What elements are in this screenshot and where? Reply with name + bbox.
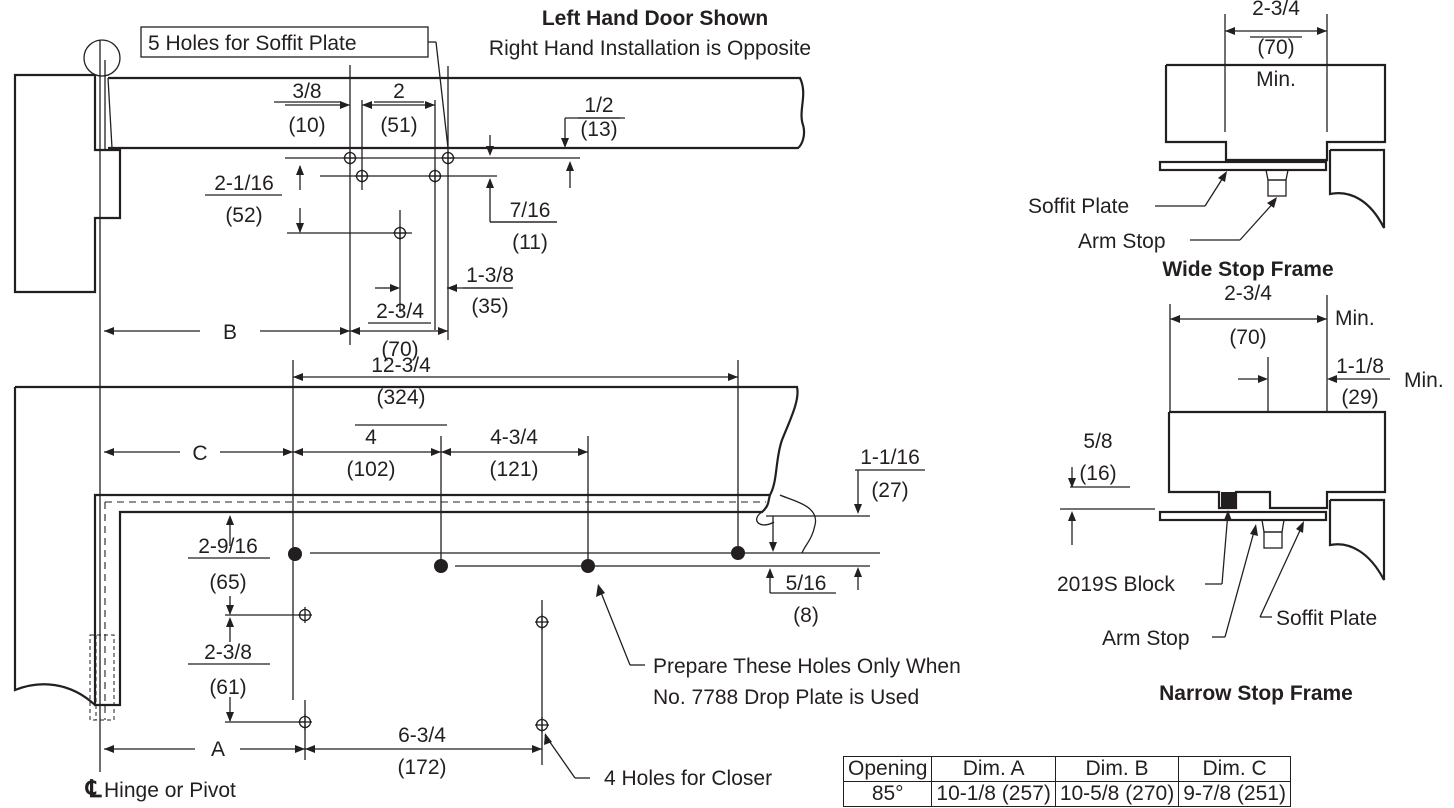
dim-b-label: B xyxy=(223,321,237,344)
dim-4-3-4-metric: (121) xyxy=(489,458,538,481)
dim-5-16: 5/16 xyxy=(786,572,827,595)
soffit-hole xyxy=(428,169,442,183)
narrow-frame-min-2: Min. xyxy=(1404,369,1444,392)
block-2019s-label: 2019S Block xyxy=(1057,573,1175,596)
wide-stop-frame-drawing xyxy=(1155,14,1387,241)
drop-plate-hole xyxy=(298,714,312,730)
narrow-frame-dim: 2-3/4 xyxy=(1224,282,1272,305)
dim-2-metric: (51) xyxy=(380,114,417,137)
dim-1-2-metric: (13) xyxy=(580,118,617,141)
dim-3-8: 3/8 xyxy=(292,80,321,103)
prepare-holes-note-line2: No. 7788 Drop Plate is Used xyxy=(653,686,919,709)
narrow-frame-min-1: Min. xyxy=(1335,307,1375,330)
dimension-table-header: Dim. C xyxy=(1178,756,1291,782)
dim-7-16: 7/16 xyxy=(510,199,551,222)
wide-stop-frame-title: Wide Stop Frame xyxy=(1162,258,1333,281)
dim-2: 2 xyxy=(393,80,405,103)
bottom-door-header xyxy=(13,385,799,721)
dim-2-3-4-metric: (70) xyxy=(381,338,418,361)
narrow-frame-dim-metric: (70) xyxy=(1229,326,1266,349)
wide-frame-dim: 2-3/4 xyxy=(1252,0,1300,20)
closer-hole-filled xyxy=(288,547,302,561)
dim-a-label: A xyxy=(211,738,225,761)
dim-4: 4 xyxy=(365,426,377,449)
table-row: 85° 10-1/8 (257) 10-5/8 (270) 9-7/8 (251… xyxy=(842,781,1291,807)
soffit-hole xyxy=(441,151,455,165)
dim-2-1-16: 2-1/16 xyxy=(214,172,274,195)
dimension-table-header: Opening xyxy=(842,756,933,782)
narrow-frame-soffit-plate-label: Soffit Plate xyxy=(1276,607,1377,630)
dim-4-metric: (102) xyxy=(346,458,395,481)
table-cell-dim-b: 10-5/8 (270) xyxy=(1054,781,1180,807)
dim-1-3-8-metric: (35) xyxy=(471,295,508,318)
dim-c-label: C xyxy=(192,442,207,465)
dim-1-2: 1/2 xyxy=(584,94,613,117)
dim-4-3-4: 4-3/4 xyxy=(490,426,538,449)
drop-plate-hole xyxy=(535,717,549,733)
narrow-frame-dim-5-8: 5/8 xyxy=(1083,430,1112,453)
prepare-holes-note-line1: Prepare These Holes Only When xyxy=(653,655,961,678)
wide-frame-arm-stop-label: Arm Stop xyxy=(1078,230,1166,253)
dim-3-8-metric: (10) xyxy=(288,114,325,137)
hinge-pivot-symbol xyxy=(83,39,121,77)
dim-1-1-16: 1-1/16 xyxy=(860,446,920,469)
table-cell-dim-a: 10-1/8 (257) xyxy=(931,781,1056,807)
dim-2-9-16: 2-9/16 xyxy=(198,535,258,558)
closer-hole-filled xyxy=(434,559,448,573)
closer-holes xyxy=(288,546,745,733)
soffit-hole xyxy=(355,169,369,183)
centerline-symbol: ℄ xyxy=(85,776,102,803)
table-cell-dim-c: 9-7/8 (251) xyxy=(1178,781,1291,807)
hinge-pivot-label: Hinge or Pivot xyxy=(104,779,236,802)
dim-5-16-metric: (8) xyxy=(793,604,819,627)
table-cell-opening: 85° xyxy=(842,781,933,807)
narrow-stop-frame-drawing xyxy=(1060,295,1390,638)
narrow-frame-arm-stop-label: Arm Stop xyxy=(1102,627,1190,650)
dimension-table-header: Dim. B xyxy=(1054,756,1180,782)
soffit-plate-holes xyxy=(343,151,455,240)
dimension-table-header: Dim. A xyxy=(931,756,1056,782)
leader-line xyxy=(435,41,449,149)
wide-frame-dim-metric: (70) xyxy=(1257,36,1294,59)
narrow-frame-dim-1-1-8-metric: (29) xyxy=(1341,386,1378,409)
bottom-dimension-lines xyxy=(104,360,925,779)
dim-1-1-16-metric: (27) xyxy=(871,479,908,502)
dim-6-3-4: 6-3/4 xyxy=(398,724,446,747)
dim-2-1-16-metric: (52) xyxy=(225,204,262,227)
narrow-frame-dim-1-1-8: 1-1/8 xyxy=(1336,355,1384,378)
top-door-header xyxy=(107,76,806,150)
dim-12-3-4: 12-3/4 xyxy=(371,354,431,377)
drop-plate-hole xyxy=(535,614,549,630)
dim-7-16-metric: (11) xyxy=(512,231,548,254)
soffit-hole xyxy=(343,151,357,165)
narrow-stop-frame-title: Narrow Stop Frame xyxy=(1159,682,1353,705)
dim-2-9-16-metric: (65) xyxy=(209,571,246,594)
dim-1-3-8: 1-3/8 xyxy=(466,264,514,287)
soffit-holes-label: 5 Holes for Soffit Plate xyxy=(148,32,357,55)
wide-frame-soffit-plate-label: Soffit Plate xyxy=(1028,195,1129,218)
drawing-title: Left Hand Door Shown xyxy=(542,7,768,30)
top-dimension-lines xyxy=(104,65,625,345)
dim-12-3-4-metric: (324) xyxy=(376,386,425,409)
dimension-table-header-row: Opening Dim. A Dim. B Dim. C xyxy=(842,756,1291,782)
soffit-hole xyxy=(393,226,407,240)
drop-plate-hole xyxy=(298,607,312,623)
drawing-subtitle: Right Hand Installation is Opposite xyxy=(489,37,811,60)
dimension-table: Opening Dim. A Dim. B Dim. C 85° 10-1/8 … xyxy=(842,756,1291,807)
dim-6-3-4-metric: (172) xyxy=(397,756,446,779)
closer-holes-note: 4 Holes for Closer xyxy=(604,767,772,790)
top-frame-jamb xyxy=(13,39,122,772)
dim-2-3-8-metric: (61) xyxy=(209,676,246,699)
dim-2-3-8: 2-3/8 xyxy=(204,641,252,664)
closer-hole-filled xyxy=(731,546,745,560)
dim-2-3-4: 2-3/4 xyxy=(376,300,424,323)
narrow-frame-dim-5-8-metric: (16) xyxy=(1079,462,1116,485)
closer-hole-filled xyxy=(581,559,595,573)
wide-frame-min: Min. xyxy=(1256,68,1296,91)
